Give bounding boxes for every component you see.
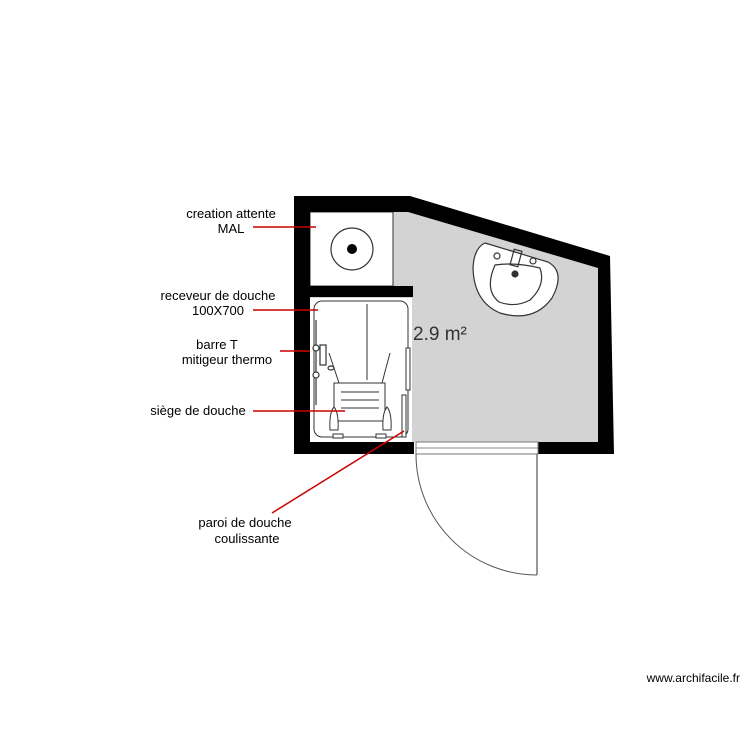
annotation-mal-line1: creation attente xyxy=(186,206,276,221)
annotation-barre-line1: barre T xyxy=(196,337,238,352)
shower-seat-icon xyxy=(328,352,392,439)
annotation-paroi-line2: coulissante xyxy=(214,531,279,546)
drain-icon xyxy=(330,227,374,271)
annotation-lines xyxy=(253,226,405,514)
annotation-siege: siège de douche xyxy=(150,403,245,418)
annotation-mal-line2: MAL xyxy=(218,221,245,236)
watermark: www.archifacile.fr xyxy=(646,671,740,685)
washbasin-icon xyxy=(472,242,559,317)
annotation-receveur-line1: receveur de douche xyxy=(161,288,276,303)
shower-screen xyxy=(401,347,411,438)
mixer-bar-icon xyxy=(312,320,335,405)
room-area-label: 2.9 m² xyxy=(413,324,467,345)
walls xyxy=(294,196,614,454)
annotation-paroi-line1: paroi de douche xyxy=(198,515,291,530)
door xyxy=(415,441,539,576)
annotation-receveur-line2: 100X700 xyxy=(192,303,244,318)
annotation-barre-line2: mitigeur thermo xyxy=(182,352,272,367)
